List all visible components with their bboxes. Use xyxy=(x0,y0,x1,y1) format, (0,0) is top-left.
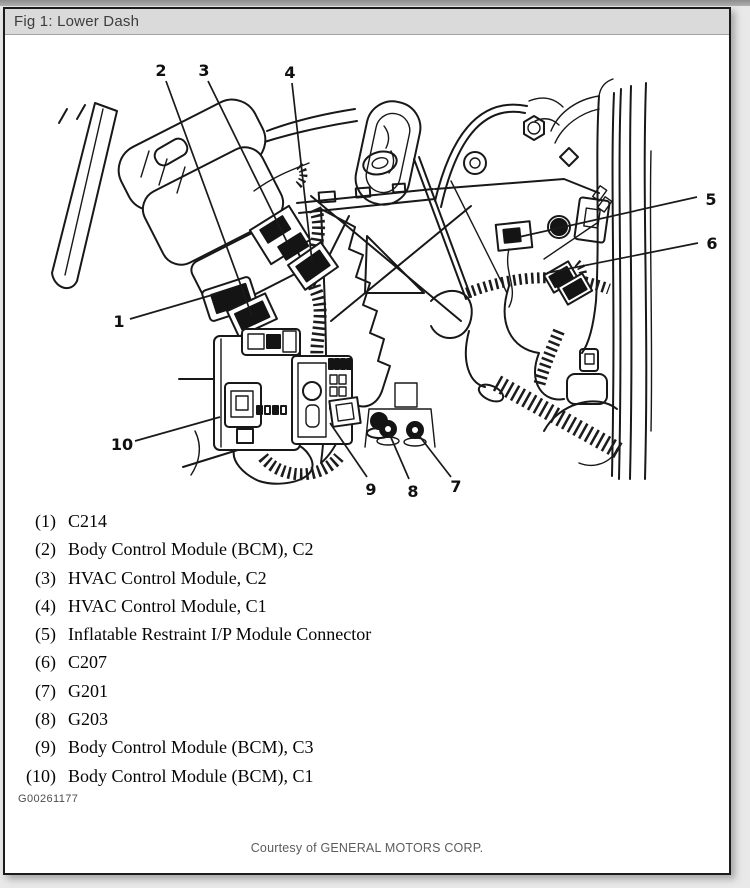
callout-1: 1 xyxy=(113,312,124,331)
callout-7: 7 xyxy=(450,477,461,496)
legend-label: HVAC Control Module, C1 xyxy=(68,595,267,616)
figure-title-bar: Fig 1: Lower Dash xyxy=(5,9,729,35)
callout-9: 9 xyxy=(365,480,376,499)
legend-num: (1) xyxy=(35,511,56,531)
legend-label: C214 xyxy=(68,511,108,531)
legend-label: G203 xyxy=(68,709,108,730)
callout-leader-lines xyxy=(129,80,699,480)
legend-item-7: (7) G201 xyxy=(22,677,682,705)
courtesy-line: Courtesy of GENERAL MOTORS CORP. xyxy=(250,841,484,855)
figure-frame: Fig 1: Lower Dash xyxy=(3,7,731,875)
legend-item-9: (9) Body Control Module (BCM), C3 xyxy=(22,733,682,761)
callout-8: 8 xyxy=(407,482,418,501)
modules-and-connectors xyxy=(201,204,594,451)
callout-10: 10 xyxy=(111,435,133,454)
legend-num: (7) xyxy=(35,680,56,701)
legend-item-10: (10) Body Control Module (BCM), C1 xyxy=(22,762,682,790)
legend-list: (1) C214 (2) Body Control Module (BCM), … xyxy=(22,507,682,790)
legend-num: (5) xyxy=(35,624,56,645)
callout-numbers: 1 2 3 4 5 6 7 8 9 10 xyxy=(111,61,718,501)
legend-label: Inflatable Restraint I/P Module Connecto… xyxy=(68,624,372,645)
legend-item-4: (4) HVAC Control Module, C1 xyxy=(22,592,682,620)
figure-title: Fig 1: Lower Dash xyxy=(14,13,140,30)
legend-item-8: (8) G203 xyxy=(22,705,682,733)
legend-num: (6) xyxy=(35,652,56,673)
legend-label: Body Control Module (BCM), C3 xyxy=(68,737,314,758)
legend-item-2: (2) Body Control Module (BCM), C2 xyxy=(22,535,682,563)
callout-6: 6 xyxy=(706,234,717,253)
legend-num: (8) xyxy=(35,709,56,730)
legend-label: Body Control Module (BCM), C1 xyxy=(68,765,314,786)
legend-item-5: (5) Inflatable Restraint I/P Module Conn… xyxy=(22,620,682,648)
legend-label: Body Control Module (BCM), C2 xyxy=(68,539,314,560)
legend-item-1: (1) C214 xyxy=(22,507,682,535)
legend-num: (9) xyxy=(35,737,56,758)
callout-4: 4 xyxy=(284,63,295,82)
legend-num: (3) xyxy=(35,567,56,588)
callout-2: 2 xyxy=(155,61,166,80)
legend-label: C207 xyxy=(68,652,108,673)
callout-3: 3 xyxy=(198,61,209,80)
legend-num: (4) xyxy=(35,595,56,616)
figure-id-watermark: G00261177 xyxy=(18,793,79,805)
legend-label: HVAC Control Module, C2 xyxy=(68,567,267,588)
legend-item-6: (6) C207 xyxy=(22,648,682,676)
legend-label: G201 xyxy=(68,680,108,701)
legend-num: (2) xyxy=(35,539,56,560)
lower-dash-diagram: 1 2 3 4 5 6 7 8 9 10 xyxy=(51,61,718,501)
legend-item-3: (3) HVAC Control Module, C2 xyxy=(22,564,682,592)
legend-num: (10) xyxy=(26,765,56,786)
callout-5: 5 xyxy=(705,190,716,209)
window-top-edge xyxy=(0,0,750,6)
